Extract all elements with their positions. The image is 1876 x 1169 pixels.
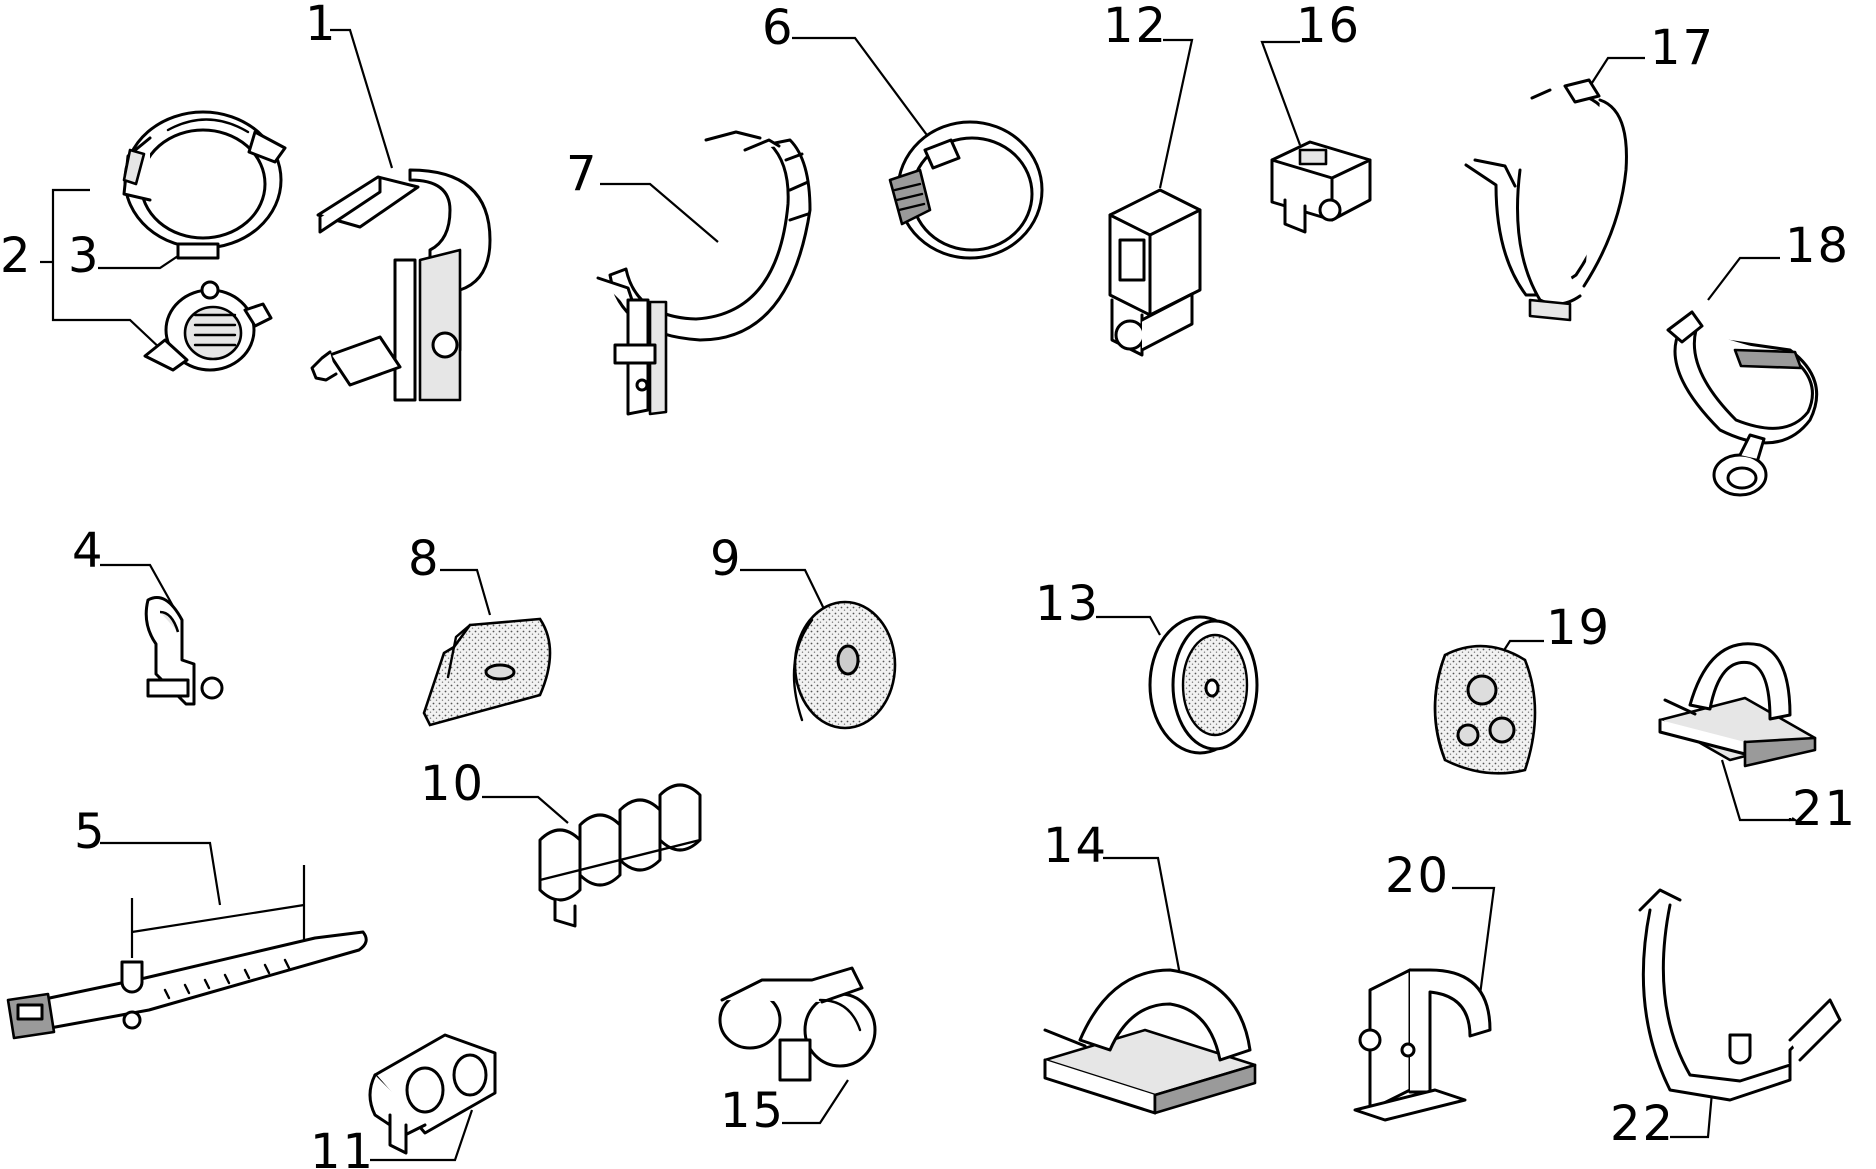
label-14: 14 — [1043, 818, 1108, 874]
label-10: 10 — [420, 756, 485, 812]
label-18: 18 — [1785, 218, 1850, 274]
part-21-mount — [1658, 642, 1817, 768]
label-9: 9 — [710, 531, 743, 587]
part-7-bracket — [596, 130, 812, 416]
label-5: 5 — [74, 804, 107, 860]
label-13: 13 — [1035, 576, 1100, 632]
label-2: 2 — [0, 228, 33, 284]
label-16: 16 — [1296, 0, 1361, 54]
part-1-bracket — [310, 168, 492, 402]
part-10-clip — [538, 783, 702, 928]
label-11: 11 — [310, 1124, 375, 1169]
part-20-bracket — [1353, 968, 1492, 1122]
part-5-cabletie — [6, 930, 368, 1040]
part-13-grommet — [1148, 615, 1259, 755]
part-15-clip — [718, 966, 877, 1082]
part-22-bracket — [1638, 888, 1842, 1102]
label-1: 1 — [305, 0, 338, 52]
leader-lines — [40, 28, 1799, 1162]
part-14-mount — [1043, 968, 1257, 1115]
part-8-pad — [422, 617, 552, 727]
part-2-clamp — [143, 280, 273, 372]
label-15: 15 — [720, 1083, 785, 1139]
label-8: 8 — [408, 531, 441, 587]
part-19-grommet — [1433, 644, 1537, 775]
part-18-clamp — [1666, 310, 1819, 497]
part-11-clip — [368, 1033, 497, 1155]
label-21: 21 — [1792, 781, 1857, 837]
label-20: 20 — [1385, 848, 1450, 904]
part-12-clip — [1108, 188, 1202, 357]
label-7: 7 — [566, 146, 599, 202]
part-3-clamp — [122, 110, 287, 260]
part-17-bracket — [1464, 78, 1628, 322]
part-16-clip — [1270, 140, 1372, 234]
label-3: 3 — [68, 228, 101, 284]
label-4: 4 — [72, 523, 105, 579]
part-9-grommet — [792, 600, 897, 730]
part-4-clip — [144, 596, 224, 706]
label-17: 17 — [1650, 20, 1715, 76]
part-6-hoseclamp — [888, 120, 1044, 260]
label-6: 6 — [762, 0, 795, 56]
label-12: 12 — [1103, 0, 1168, 54]
label-22: 22 — [1610, 1096, 1675, 1152]
label-19: 19 — [1546, 600, 1611, 656]
